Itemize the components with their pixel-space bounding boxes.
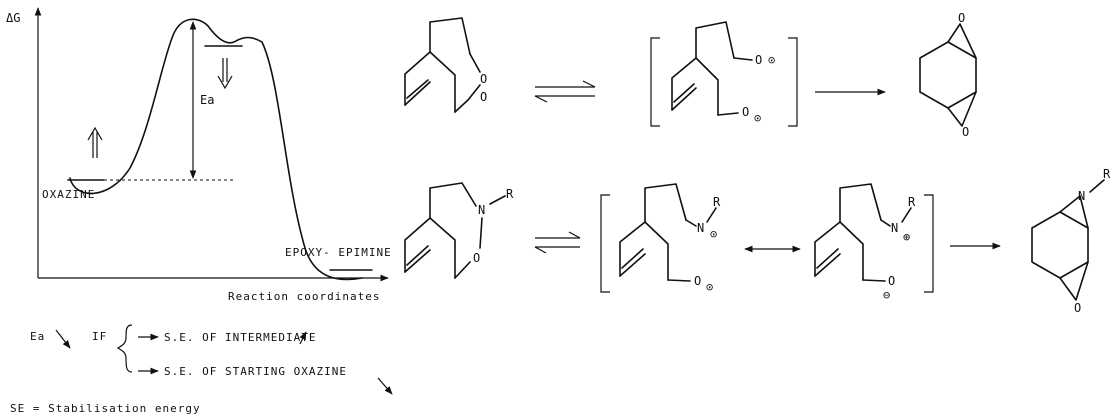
atom-r: R <box>713 195 721 209</box>
bracket-left <box>650 37 660 127</box>
epoxy-epimine-label: EPOXY- EPIMINE <box>285 246 392 259</box>
diradical-intermediate: O ⊙ O ⊙ <box>650 21 798 127</box>
note-line-1: S.E. OF INTERMEDIATE <box>164 331 316 344</box>
brace <box>116 324 133 373</box>
atom-o: O <box>962 125 969 139</box>
atom-o: O <box>1074 301 1081 315</box>
decrease-arrow <box>377 377 393 395</box>
x-axis-label: Reaction coordinates <box>228 290 380 303</box>
atom-n: N <box>891 221 898 235</box>
atom-r: R <box>506 187 514 201</box>
atom-o: O <box>958 11 965 25</box>
atom-r: R <box>1103 167 1111 181</box>
se-definition: SE = Stabilisation energy <box>10 402 201 415</box>
energy-curve <box>69 18 363 281</box>
atom-o: O <box>480 72 487 86</box>
notes: Ea IF S.E. OF INTERMEDIATE S.E. OF START… <box>10 324 393 415</box>
energy-profile: ΔG Reaction coordinates Ea OXAZINE EPOXY… <box>6 7 392 303</box>
radical: ⊙ <box>768 53 775 67</box>
ea-label: Ea <box>200 93 214 107</box>
bracket-right <box>788 37 798 127</box>
radical: ⊙ <box>710 227 717 241</box>
radical: ⊙ <box>706 280 713 294</box>
up-double-arrow <box>87 126 103 158</box>
equilibrium-arrow-1 <box>534 80 596 103</box>
radical-pair-intermediate: N ⊙ R O ⊙ N ⊕ R O ⊖ <box>600 183 934 302</box>
atom-n: N <box>478 203 485 217</box>
atom-n: N <box>697 221 704 235</box>
bracket-left <box>600 194 610 293</box>
endoperoxide: O O <box>404 17 487 113</box>
plus-charge: ⊕ <box>903 230 910 244</box>
bracket-right <box>924 194 934 293</box>
oxazine: N R O <box>404 182 514 279</box>
atom-o: O <box>473 251 480 265</box>
note-line-2: S.E. OF STARTING OXAZINE <box>164 365 347 378</box>
increase-arrow <box>299 331 307 345</box>
epoxy-epimine-product: N R O <box>1031 167 1111 315</box>
atom-n: N <box>1078 189 1085 203</box>
atom-o: O <box>480 90 487 104</box>
atom-o: O <box>742 105 749 119</box>
ea-decrease-arrow <box>55 329 71 349</box>
minus-charge: ⊖ <box>883 288 890 302</box>
radical: ⊙ <box>754 111 761 125</box>
y-axis-label: ΔG <box>6 11 20 25</box>
atom-o: O <box>755 53 762 67</box>
if-label: IF <box>92 330 107 343</box>
atom-r: R <box>908 195 916 209</box>
equilibrium-arrow-2 <box>534 231 581 254</box>
oxazine-label: OXAZINE <box>42 188 95 201</box>
atom-o: O <box>888 274 895 288</box>
atom-o: O <box>694 274 701 288</box>
diepoxide: O O <box>919 11 977 139</box>
down-double-arrow <box>217 58 233 90</box>
ea-note: Ea <box>30 330 45 343</box>
